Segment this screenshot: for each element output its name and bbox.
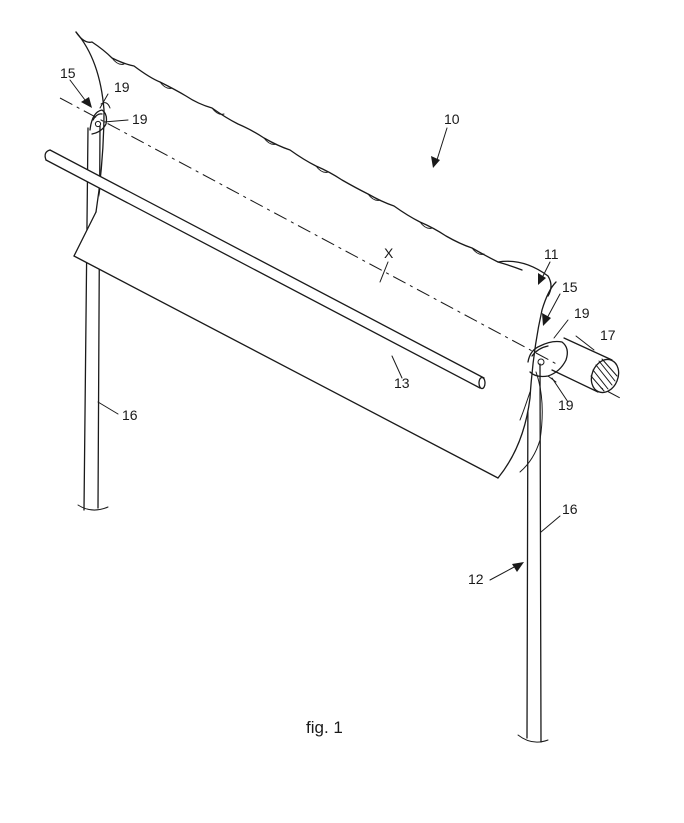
label-11: 11: [544, 246, 559, 262]
reflector-trough: [73, 31, 557, 479]
label-17: 17: [600, 327, 616, 343]
label-19-left-lower: 19: [132, 111, 148, 127]
focal-axis-line: [59, 97, 621, 399]
label-13: 13: [394, 375, 410, 391]
left-bearing: [89, 102, 111, 135]
label-12: 12: [468, 571, 484, 587]
leader-lines: [69, 79, 595, 581]
label-10: 10: [444, 111, 460, 127]
receiver-tube: [44, 149, 486, 390]
reference-labels: 10 11 12 13 15 15 16 16 17 19 19 19 19 X: [60, 65, 616, 587]
figure-caption: fig. 1: [306, 718, 343, 737]
label-16-right: 16: [562, 501, 578, 517]
right-bearing: [527, 337, 620, 394]
label-axis-x: X: [384, 245, 394, 261]
label-19-right-lower: 19: [558, 397, 574, 413]
label-15-left: 15: [60, 65, 76, 81]
label-16-left: 16: [122, 407, 138, 423]
label-19-right-upper: 19: [574, 305, 590, 321]
label-15-right: 15: [562, 279, 578, 295]
right-post: [517, 363, 549, 743]
label-19-left-upper: 19: [114, 79, 130, 95]
